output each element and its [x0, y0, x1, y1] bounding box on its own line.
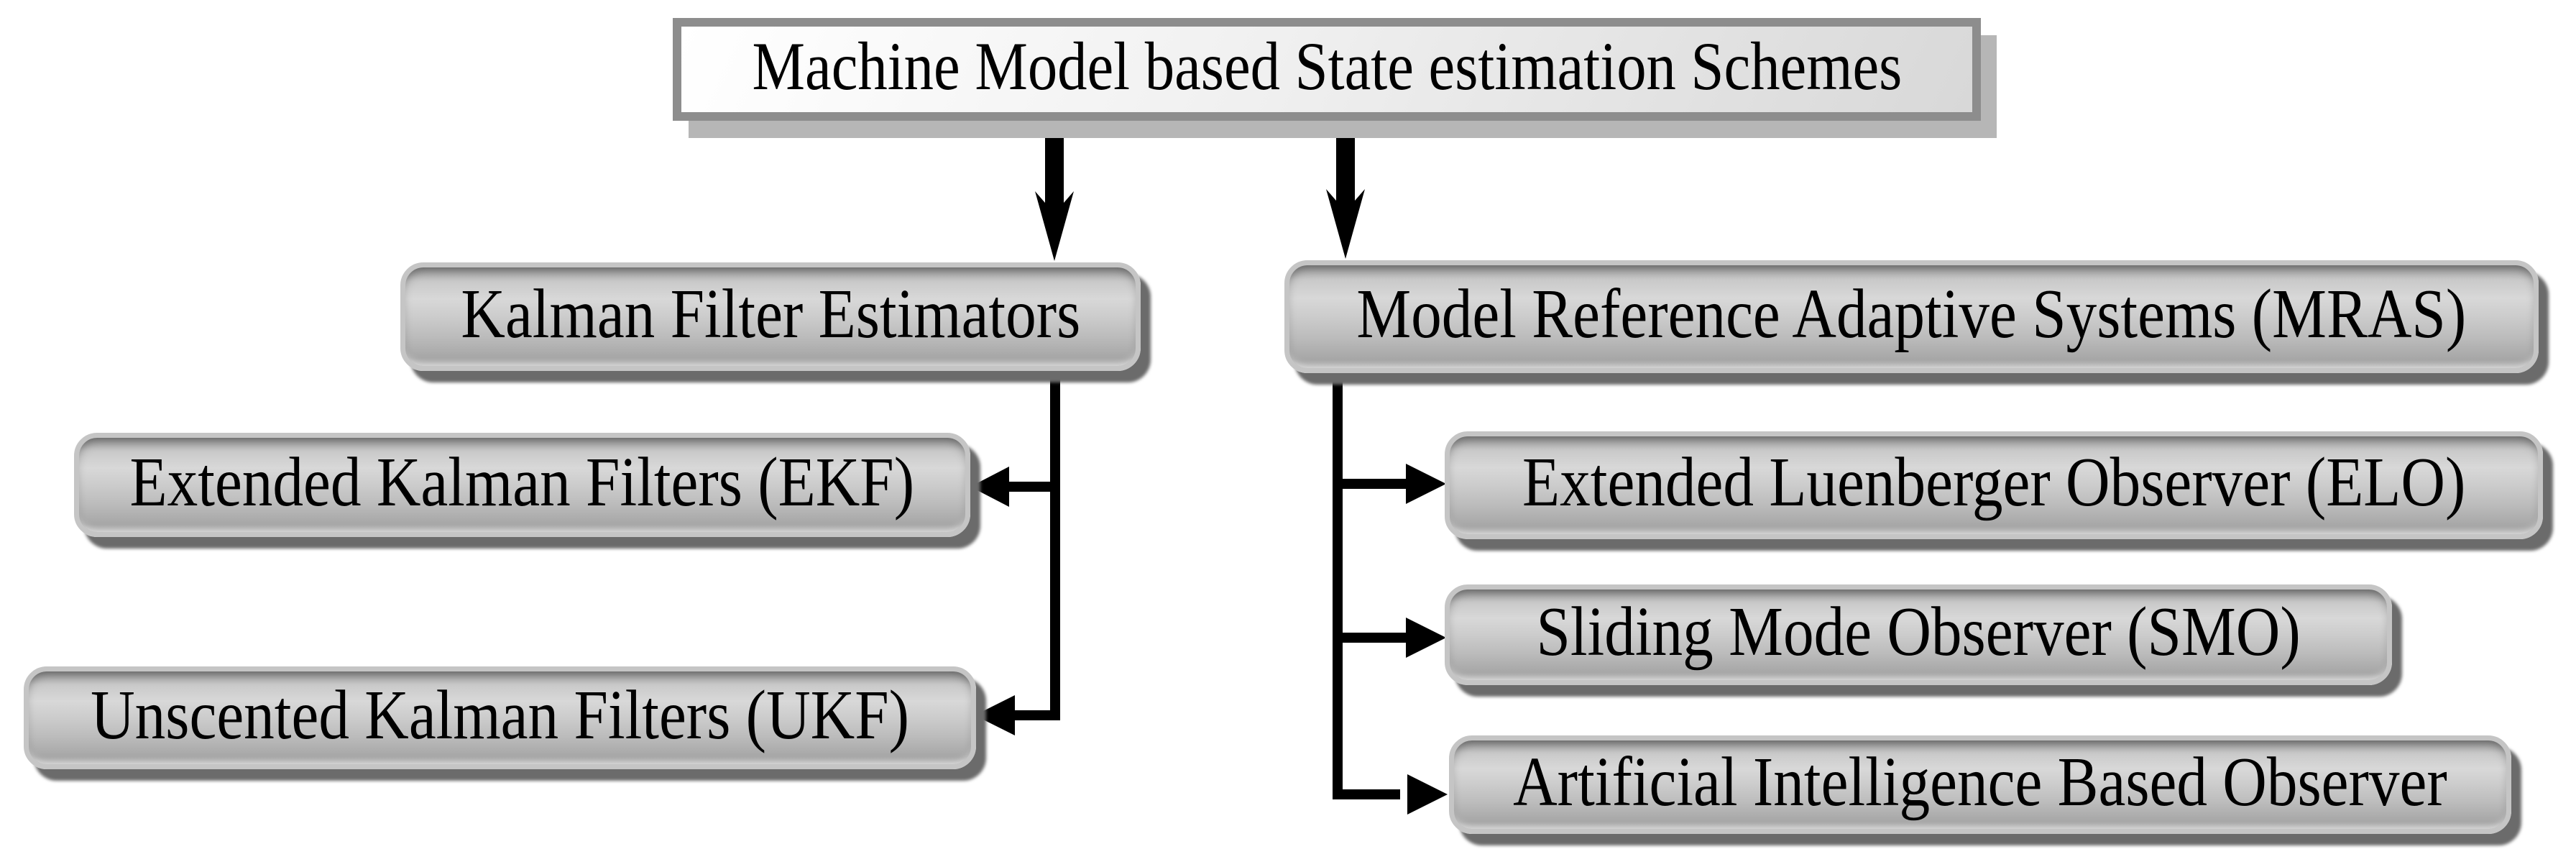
node-extended-luenberger-observer: Extended Luenberger Observer (ELO): [1445, 431, 2543, 539]
node-kalman-label: Kalman Filter Estimators: [461, 275, 1080, 353]
node-ekf-label: Extended Kalman Filters (EKF): [129, 443, 915, 521]
node-root-label: Machine Model based State estimation Sch…: [752, 28, 1902, 104]
connector-to-elo: [1343, 464, 1446, 504]
node-unscented-kalman-filters: Unscented Kalman Filters (UKF): [24, 666, 976, 769]
arrowhead-to-ai: [1407, 774, 1448, 815]
connector-to-ekf: [970, 467, 1051, 507]
node-kalman-filter-estimators: Kalman Filter Estimators: [400, 262, 1141, 371]
arrow-root-to-mras: [1326, 119, 1365, 259]
arrow-root-to-kalman: [1035, 119, 1074, 261]
node-extended-kalman-filters: Extended Kalman Filters (EKF): [74, 433, 970, 537]
node-ai-label: Artificial Intelligence Based Observer: [1513, 743, 2447, 821]
node-mras: Model Reference Adaptive Systems (MRAS): [1284, 260, 2539, 373]
arrowhead-to-ukf: [975, 695, 1015, 735]
node-ai-based-observer: Artificial Intelligence Based Observer: [1449, 735, 2511, 834]
connector-kalman-trunk: [1015, 368, 1060, 720]
connector-mras-trunk: [1333, 370, 1400, 799]
node-elo-label: Extended Luenberger Observer (ELO): [1522, 444, 2466, 521]
node-root-machine-model-schemes: Machine Model based State estimation Sch…: [673, 18, 1981, 121]
node-sliding-mode-observer: Sliding Mode Observer (SMO): [1445, 584, 2392, 685]
connector-to-smo: [1343, 618, 1446, 658]
node-mras-label: Model Reference Adaptive Systems (MRAS): [1356, 275, 2467, 353]
node-smo-label: Sliding Mode Observer (SMO): [1536, 593, 2301, 671]
node-ukf-label: Unscented Kalman Filters (UKF): [91, 676, 909, 754]
